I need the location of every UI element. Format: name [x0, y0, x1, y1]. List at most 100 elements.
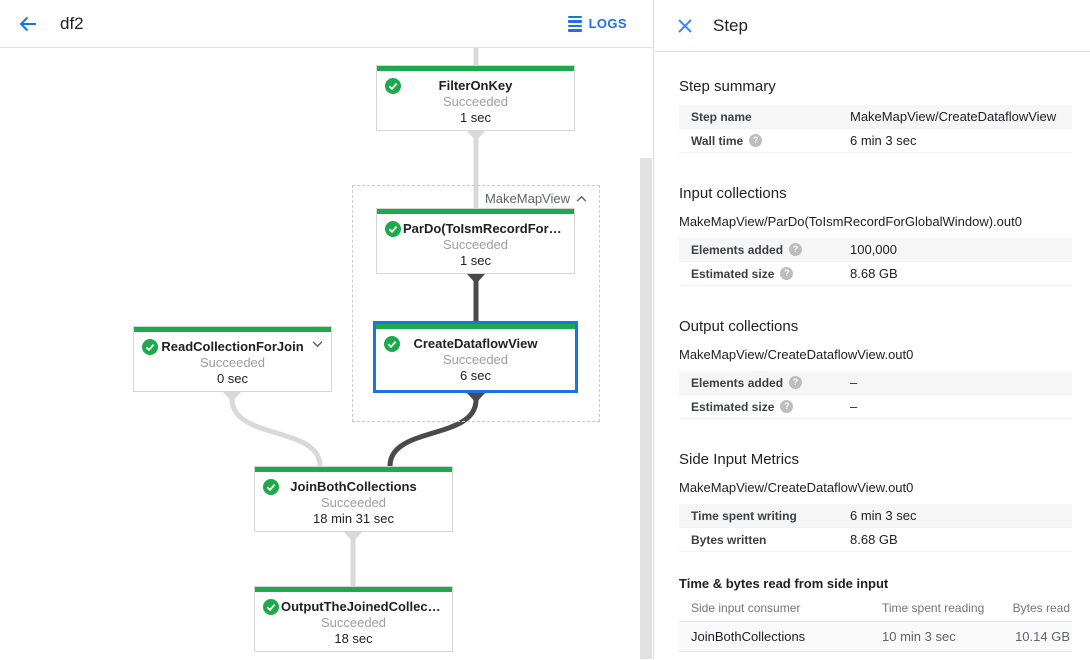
- chevron-up-icon: [576, 195, 587, 202]
- kv-value: 6 min 3 sec: [850, 508, 917, 523]
- kv-label: Step name: [691, 109, 752, 124]
- cell-consumer: JoinBothCollections: [691, 629, 806, 644]
- graph-node-readcollectionforjoin[interactable]: ReadCollectionForJoin Succeeded 0 sec: [133, 326, 332, 392]
- step-details-panel: Step Step summary Step name MakeMapView/…: [655, 0, 1090, 660]
- table-row-joinbothcollections: JoinBothCollections 10 min 3 sec 10.14 G…: [679, 622, 1072, 652]
- section-heading-output-collections: Output collections: [679, 318, 799, 335]
- close-button[interactable]: [673, 14, 697, 38]
- success-check-icon: [384, 336, 400, 352]
- graph-node-pardo-toismrecord[interactable]: ParDo(ToIsmRecordFor… Succeeded 1 sec: [376, 208, 575, 274]
- cell-bytes-read: 10.14 GB: [1015, 629, 1070, 644]
- help-icon[interactable]: [780, 267, 794, 280]
- back-arrow-icon: [19, 16, 36, 31]
- node-status: Succeeded: [320, 615, 387, 630]
- kv-row-elements-added: Elements added –: [679, 371, 1072, 395]
- job-toolbar: df2 LOGS: [0, 0, 653, 48]
- graph-vertical-scrollbar[interactable]: [640, 158, 652, 659]
- node-status: Succeeded: [442, 237, 509, 252]
- composite-group-makemapview: MakeMapView: [352, 185, 600, 422]
- node-time: 18 min 31 sec: [313, 511, 394, 526]
- node-name: JoinBothCollections: [290, 479, 417, 494]
- column-header-consumer: Side input consumer: [691, 601, 801, 615]
- panel-title: Step: [713, 15, 748, 35]
- job-graph-panel: df2 LOGS: [0, 0, 654, 660]
- side-input-collection-name: MakeMapView/CreateDataflowView.out0: [679, 480, 914, 495]
- success-check-icon: [385, 78, 401, 94]
- graph-node-filteronkey[interactable]: FilterOnKey Succeeded 1 sec: [376, 65, 575, 131]
- kv-label: Time spent writing: [691, 508, 797, 523]
- pipeline-graph-canvas[interactable]: MakeMapView FilterOnKey Succeeded 1 sec: [0, 48, 653, 659]
- kv-value: 6 min 3 sec: [850, 133, 917, 148]
- column-header-bytes-read: Bytes read: [1012, 601, 1070, 615]
- node-time: 18 sec: [334, 631, 373, 646]
- node-time: 6 sec: [459, 368, 492, 383]
- output-collection-name: MakeMapView/CreateDataflowView.out0: [679, 347, 914, 362]
- node-name: CreateDataflowView: [413, 336, 538, 351]
- kv-value: –: [850, 375, 858, 390]
- logs-button[interactable]: LOGS: [567, 15, 627, 32]
- node-status: Succeeded: [320, 495, 387, 510]
- group-collapse-toggle[interactable]: MakeMapView: [482, 191, 589, 206]
- node-status-bar: [255, 587, 452, 592]
- kv-value: MakeMapView/CreateDataflowView: [850, 109, 1057, 124]
- side-input-table-header: Side input consumer Time spent reading B…: [679, 595, 1072, 622]
- kv-label: Estimated size: [691, 400, 850, 414]
- success-check-icon: [142, 339, 158, 355]
- node-status-bar: [255, 467, 452, 472]
- graph-node-joinbothcollections[interactable]: JoinBothCollections Succeeded 18 min 31 …: [254, 466, 453, 532]
- kv-row-elements-added: Elements added 100,000: [679, 238, 1072, 262]
- kv-row-step-name: Step name MakeMapView/CreateDataflowView: [679, 105, 1072, 129]
- kv-row-bytes-written: Bytes written 8.68 GB: [679, 528, 1072, 552]
- column-header-time-reading: Time spent reading: [882, 601, 985, 615]
- node-name: OutputTheJoinedCollec…: [281, 599, 441, 614]
- back-button[interactable]: [14, 10, 42, 38]
- success-check-icon: [263, 599, 279, 615]
- kv-label: Bytes written: [691, 532, 767, 547]
- step-panel-body: Step summary Step name MakeMapView/Creat…: [655, 78, 1090, 652]
- kv-label: Elements added: [691, 243, 850, 257]
- logs-button-label: LOGS: [588, 16, 627, 31]
- node-status: Succeeded: [442, 352, 509, 367]
- graph-node-outputthejoinedcollection[interactable]: OutputTheJoinedCollec… Succeeded 18 sec: [254, 586, 453, 652]
- cell-time-reading: 10 min 3 sec: [882, 629, 956, 644]
- node-time: 0 sec: [216, 371, 249, 386]
- kv-row-estimated-size: Estimated size –: [679, 395, 1072, 419]
- help-icon[interactable]: [789, 376, 803, 389]
- logs-list-icon: [567, 15, 582, 32]
- kv-value: 100,000: [850, 242, 897, 257]
- group-label: MakeMapView: [484, 191, 570, 206]
- section-heading-step-summary: Step summary: [679, 78, 776, 95]
- help-icon[interactable]: [749, 134, 763, 147]
- kv-value: 8.68 GB: [850, 532, 898, 547]
- node-name: ParDo(ToIsmRecordFor…: [403, 221, 562, 236]
- kv-label: Estimated size: [691, 267, 850, 281]
- side-input-table-heading: Time & bytes read from side input: [679, 576, 889, 591]
- node-status-bar: [134, 327, 331, 332]
- node-status: Succeeded: [199, 355, 266, 370]
- kv-value: –: [850, 399, 858, 414]
- help-icon[interactable]: [789, 243, 803, 256]
- node-status-bar: [376, 324, 575, 329]
- chevron-down-icon[interactable]: [312, 341, 323, 348]
- node-status-bar: [377, 209, 574, 214]
- kv-label: Elements added: [691, 376, 850, 390]
- node-time: 1 sec: [459, 253, 492, 268]
- node-status: Succeeded: [442, 94, 509, 109]
- kv-row-estimated-size: Estimated size 8.68 GB: [679, 262, 1072, 286]
- success-check-icon: [385, 221, 401, 237]
- close-icon: [678, 18, 692, 33]
- job-title: df2: [60, 13, 84, 33]
- kv-row-wall-time: Wall time 6 min 3 sec: [679, 129, 1072, 153]
- kv-label: Wall time: [691, 134, 850, 148]
- node-name: ReadCollectionForJoin: [161, 339, 304, 354]
- node-time: 1 sec: [459, 110, 492, 125]
- help-icon[interactable]: [780, 400, 794, 413]
- success-check-icon: [263, 479, 279, 495]
- node-name: FilterOnKey: [438, 78, 513, 93]
- graph-node-createdataflowview[interactable]: CreateDataflowView Succeeded 6 sec: [373, 321, 578, 393]
- kv-value: 8.68 GB: [850, 266, 898, 281]
- kv-row-time-spent-writing: Time spent writing 6 min 3 sec: [679, 504, 1072, 528]
- section-heading-input-collections: Input collections: [679, 185, 787, 202]
- input-collection-name: MakeMapView/ParDo(ToIsmRecordForGlobalWi…: [679, 214, 1022, 229]
